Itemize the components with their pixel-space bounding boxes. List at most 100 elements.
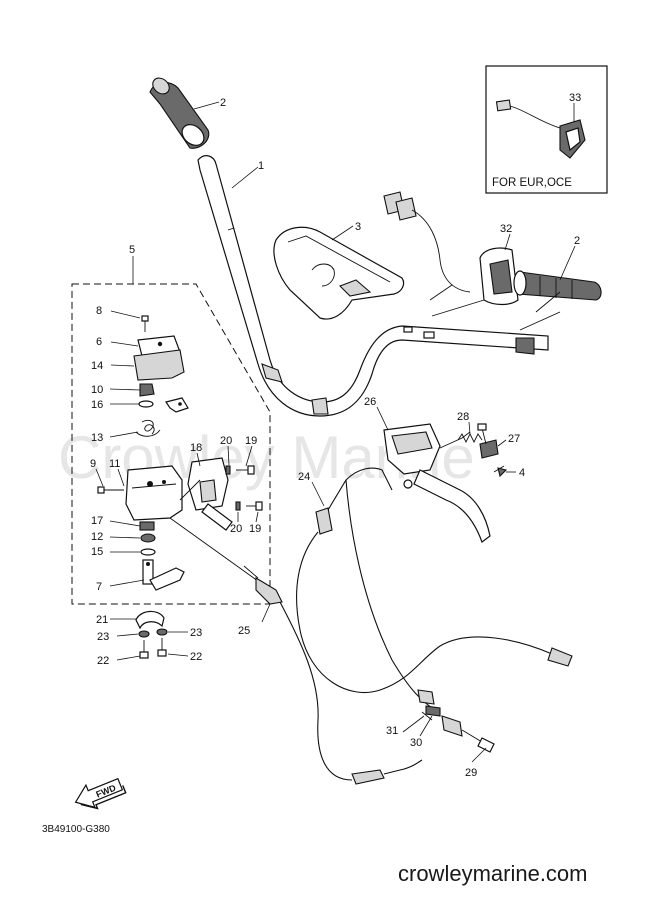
part-30-nut — [417, 689, 441, 717]
assembly-lines-right — [429, 284, 561, 331]
leader-14 — [110, 364, 135, 367]
part-29-cable-end — [441, 715, 495, 753]
callout-30: 30 — [410, 737, 422, 749]
part-23-washer-right — [156, 628, 168, 636]
callout-12: 12 — [91, 531, 103, 543]
callout-10: 10 — [91, 384, 103, 396]
part-8-screw — [141, 315, 149, 332]
callout-22b: 22 — [190, 651, 202, 663]
leader-32 — [504, 233, 511, 251]
leader-12 — [109, 536, 141, 539]
part-22-bolt-left — [139, 640, 149, 659]
callout-2a: 2 — [220, 97, 226, 109]
leader-7 — [109, 579, 145, 587]
part-18-switch — [187, 457, 233, 531]
leader-2b — [559, 245, 576, 281]
group-5-boundary — [71, 283, 271, 605]
leader-19a — [245, 445, 253, 467]
part-27-adjuster — [477, 423, 499, 459]
part-26-master-cylinder — [383, 423, 491, 543]
callout-22a: 22 — [97, 655, 109, 667]
cable-lower-run — [345, 479, 441, 715]
part-23-washer-left — [138, 630, 150, 638]
part-2-grip-left — [149, 77, 210, 149]
callout-19a: 19 — [245, 435, 257, 447]
part-20-washer-lower — [235, 501, 241, 511]
leader-11 — [117, 468, 125, 487]
callout-28: 28 — [457, 411, 469, 423]
part-32-throttle-housing — [383, 191, 519, 306]
callout-15: 15 — [91, 546, 103, 558]
part-21-clamp — [135, 610, 165, 630]
part-17-bushing — [139, 521, 155, 531]
diagram-code: 3B49100-G380 — [42, 824, 110, 835]
leader-10 — [109, 388, 141, 391]
part-14-cover-body — [133, 349, 185, 381]
leader-30 — [419, 715, 433, 737]
part-31-cotter — [421, 711, 433, 721]
leader-1 — [231, 166, 259, 189]
part-24-brake-cable — [296, 467, 573, 694]
leader-24 — [311, 481, 325, 507]
leader-9 — [95, 468, 104, 487]
leader-25 — [261, 603, 271, 623]
callout-33: 33 — [569, 92, 581, 104]
callout-21: 21 — [96, 614, 108, 626]
callout-4: 4 — [519, 467, 525, 479]
callout-26: 26 — [364, 396, 376, 408]
callout-1: 1 — [258, 160, 264, 172]
callout-32: 32 — [500, 223, 512, 235]
part-20-washer-upper — [225, 465, 231, 475]
website-text: crowleymarine.com — [398, 861, 588, 886]
callout-3: 3 — [355, 221, 361, 233]
part-3-handlebar-cover — [273, 226, 405, 320]
leader-18 — [196, 452, 201, 467]
leader-26 — [376, 406, 389, 431]
inset-frame — [485, 65, 608, 194]
leader-17 — [109, 520, 141, 527]
callout-16: 16 — [91, 399, 103, 411]
callout-24: 24 — [298, 471, 310, 483]
callout-25: 25 — [238, 625, 250, 637]
callout-23a: 23 — [97, 631, 109, 643]
part-12-oring — [140, 533, 156, 543]
callout-18: 18 — [190, 442, 202, 454]
callout-17: 17 — [91, 515, 103, 527]
part-16-washer — [138, 397, 189, 413]
leader-3 — [331, 225, 354, 241]
fwd-arrow-icon: FWD — [74, 777, 127, 810]
leader-6 — [110, 341, 139, 347]
callout-19b: 19 — [249, 523, 261, 535]
leader-22a — [116, 655, 141, 661]
part-11-switch-body — [125, 465, 183, 521]
part-22-bolt-right — [157, 638, 167, 657]
inset-eur-oce: 33 FOR EUR,OCE — [485, 65, 608, 194]
leader-29 — [471, 747, 487, 763]
callout-20b: 20 — [230, 523, 242, 535]
callout-9: 9 — [90, 458, 96, 470]
leader-22b — [167, 653, 189, 657]
leader-28 — [468, 421, 471, 435]
part-1-handlebar — [197, 155, 549, 417]
assembly-lines-left — [169, 479, 263, 585]
callout-2b: 2 — [574, 235, 580, 247]
callout-8: 8 — [96, 305, 102, 317]
callout-6: 6 — [96, 336, 102, 348]
part-33-switch-harness — [495, 99, 586, 159]
part-25-throttle-cable — [243, 565, 423, 785]
part-4-pin — [493, 465, 508, 478]
part-19-screw-lower — [246, 501, 263, 511]
part-19-screw-upper — [236, 465, 255, 475]
callout-23b: 23 — [190, 627, 202, 639]
part-10-nut — [139, 383, 155, 397]
callout-14: 14 — [91, 360, 103, 372]
leader-13 — [109, 431, 139, 438]
part-15-washer — [140, 548, 156, 556]
part-13-spring — [135, 419, 161, 437]
part-2-grip-right — [513, 270, 602, 301]
leader-23a — [116, 633, 139, 637]
part-9-screw — [97, 486, 124, 494]
callout-31: 31 — [386, 725, 398, 737]
part-7-throttle-lever — [142, 559, 185, 591]
callout-27: 27 — [508, 433, 520, 445]
